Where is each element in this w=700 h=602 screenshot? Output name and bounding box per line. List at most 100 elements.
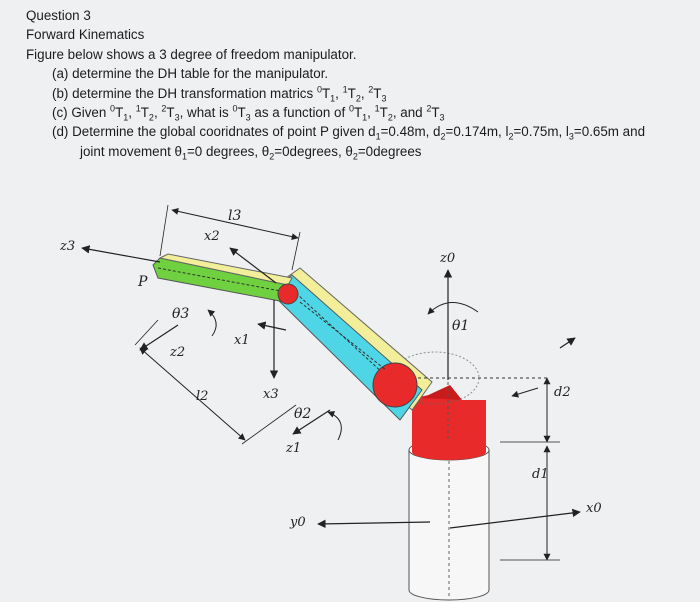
- part-d-val3: =0.75m, l: [513, 124, 569, 140]
- label-l2: l2: [196, 389, 208, 404]
- part-c-sup2c: 2: [426, 103, 432, 114]
- part-d-val4: =0.65m and: [573, 124, 646, 140]
- part-c-and: , and: [392, 105, 427, 121]
- l2-dimension: [139, 347, 246, 441]
- part-c-sep3: ,: [367, 105, 375, 121]
- part-b-sub3: 3: [381, 93, 387, 104]
- part-c-T7: T: [431, 105, 440, 121]
- part-c-T2: T: [140, 105, 149, 121]
- part-b: (b) determine the DH transformation matr…: [26, 84, 696, 103]
- part-a-text: (a) determine the DH table for the manip…: [52, 66, 329, 82]
- part-d-sub-d1: 1: [375, 132, 381, 143]
- part-d-joint-start: joint movement θ: [80, 143, 182, 159]
- part-c-sub3b: 3: [245, 112, 251, 123]
- part-c-prefix: (c) Given: [52, 105, 111, 121]
- label-z0: z0: [439, 251, 455, 266]
- part-c-sub2c: 2: [387, 112, 393, 123]
- part-b-sup2: 2: [368, 84, 374, 95]
- part-c-sup0c: 0: [348, 103, 354, 114]
- part-d-sub-t1: 1: [181, 151, 187, 162]
- z1-axis: [292, 409, 331, 435]
- part-a: (a) determine the DH table for the manip…: [26, 64, 696, 83]
- label-theta3: θ3: [172, 306, 189, 322]
- part-d-t2: =0degrees, θ: [274, 143, 353, 159]
- x0-axis: [449, 508, 581, 529]
- part-c-T4: T: [237, 105, 246, 121]
- base-cylinder: [408, 439, 490, 601]
- part-d-t3: =0degrees: [357, 143, 422, 159]
- label-d1: d1: [532, 467, 549, 482]
- part-c-sup0b: 0: [232, 103, 238, 114]
- part-b-sup1: 1: [342, 84, 348, 95]
- part-b-T2: T: [347, 85, 356, 101]
- part-b-sub2: 2: [355, 93, 361, 104]
- part-b-sep1: ,: [335, 85, 343, 101]
- part-c-sup1: 1: [135, 103, 141, 114]
- theta2-arc: [327, 411, 342, 441]
- label-x3: x3: [263, 387, 279, 402]
- joint-2-circle: [372, 362, 418, 408]
- question-intro: Figure below shows a 3 degree of freedom…: [26, 46, 357, 62]
- part-d-val1: =0.48m, d: [380, 124, 441, 140]
- part-c-sub2: 2: [148, 112, 154, 123]
- x1-axis: [257, 321, 287, 331]
- label-z1: z1: [285, 441, 301, 456]
- d2-pointer-arrow: [511, 387, 539, 398]
- joint-3-circle: [277, 283, 299, 305]
- part-c-T3: T: [166, 105, 175, 121]
- label-x2: x2: [204, 229, 220, 244]
- part-c-sup2: 2: [161, 103, 167, 114]
- part-c-sub1c: 1: [362, 112, 368, 123]
- label-x0: x0: [586, 501, 602, 516]
- part-d-sub-l2: 2: [508, 132, 514, 143]
- part-d-sub-d2: 2: [440, 132, 446, 143]
- part-c-sub3c: 3: [439, 112, 445, 123]
- part-c-sup0: 0: [110, 103, 116, 114]
- part-b-T3: T: [373, 85, 382, 101]
- part-c-mid: , what is: [179, 105, 233, 121]
- z2-axis: [139, 324, 179, 351]
- question-text: Question 3 Forward Kinematics Figure bel…: [26, 6, 696, 161]
- part-c: (c) Given 0T1, 1T2, 2T3, what is 0T3 as …: [26, 103, 696, 122]
- part-b-sub1: 1: [330, 93, 336, 104]
- link-3: [152, 253, 293, 303]
- part-c-sup1c: 1: [374, 103, 380, 114]
- part-c-T6: T: [379, 105, 388, 121]
- label-z2: z2: [169, 345, 185, 360]
- part-d-val2: =0.174m, l: [445, 124, 509, 140]
- part-b-sep2: ,: [360, 85, 369, 101]
- theta1-arc: [427, 302, 479, 315]
- label-theta1: θ1: [452, 318, 469, 334]
- part-c-sub3: 3: [174, 112, 180, 123]
- part-d-prefix: (d) Determine the global cooridnates of …: [52, 124, 376, 140]
- part-c-sub1: 1: [123, 112, 129, 123]
- part-b-text: (b) determine the DH transformation matr…: [52, 85, 317, 101]
- label-P: P: [137, 274, 148, 290]
- part-d-line2: joint movement θ1=0 degrees, θ2=0degrees…: [26, 142, 696, 161]
- l3-dimension: [171, 207, 299, 241]
- label-y0: y0: [289, 515, 306, 530]
- part-d-t1: =0 degrees, θ: [186, 143, 270, 159]
- question-topic: Forward Kinematics: [26, 27, 145, 43]
- part-b-T1: T: [321, 85, 331, 101]
- label-x1: x1: [234, 333, 250, 348]
- label-z3: z3: [59, 239, 75, 254]
- part-d-sub-t2: 2: [269, 151, 275, 162]
- part-d-sub-t3: 2: [352, 151, 358, 162]
- d2-top-arrow: [559, 337, 576, 349]
- label-d2: d2: [554, 385, 571, 400]
- part-c-T5: T: [353, 105, 363, 121]
- part-c-T1: T: [115, 105, 124, 121]
- part-c-mid2: as a function of: [250, 105, 349, 121]
- theta3-arc: [207, 309, 217, 337]
- label-l3: l3: [228, 208, 241, 224]
- part-d-line1: (d) Determine the global cooridnates of …: [26, 122, 696, 141]
- part-c-sep2: ,: [153, 105, 162, 121]
- z3-axis: [81, 245, 161, 263]
- x2-axis: [229, 247, 277, 284]
- part-c-sep1: ,: [128, 105, 136, 121]
- label-theta2: θ2: [294, 406, 311, 422]
- y0-axis: [317, 519, 431, 529]
